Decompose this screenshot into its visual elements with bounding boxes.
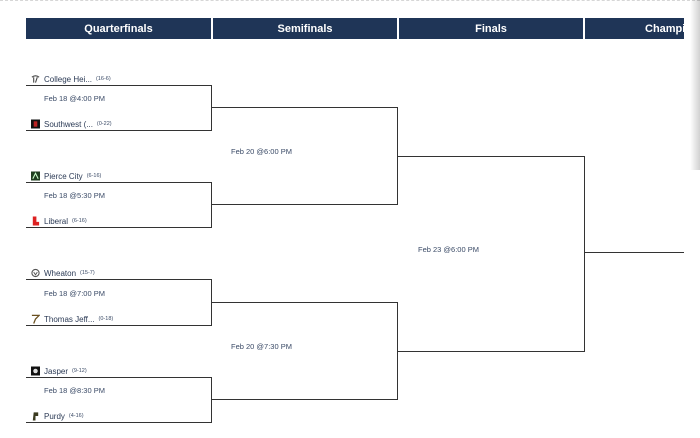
game-time-qf3[interactable]: Feb 18 @7:00 PM <box>44 289 105 298</box>
team-record: (0-18) <box>98 316 114 322</box>
bracket-line <box>212 204 398 205</box>
bracket-line <box>26 182 212 183</box>
team-slot-qf2-bottom[interactable]: Liberal (6-16) <box>31 216 87 226</box>
team-slot-qf3-top[interactable]: Wheaton (15-7) <box>31 268 95 278</box>
liberal-logo-icon <box>32 216 40 226</box>
team-record: (16-6) <box>96 76 111 82</box>
team-slot-qf2-top[interactable]: Pierce City (6-16) <box>31 171 101 181</box>
team-name: Southwest (... <box>44 119 93 129</box>
bracket-line <box>26 85 212 86</box>
wheaton-logo-icon <box>31 268 40 278</box>
bracket-line <box>398 351 585 352</box>
panel-edge-shadow <box>690 0 700 170</box>
jasper-logo-icon <box>31 366 40 376</box>
team-name: Purdy <box>44 411 65 421</box>
team-name: Liberal <box>44 216 69 226</box>
team-name: Wheaton <box>44 268 77 278</box>
bracket-connector <box>211 85 212 131</box>
pierce-city-logo-icon <box>31 171 40 181</box>
team-slot-qf4-top[interactable]: Jasper (9-12) <box>31 366 87 376</box>
bracket-line <box>26 377 212 378</box>
team-slot-qf1-bottom[interactable]: Southwest (... (0-22) <box>31 119 112 129</box>
game-time-final[interactable]: Feb 23 @6:00 PM <box>418 245 479 254</box>
team-record: (15-7) <box>80 270 95 276</box>
bracket-connector <box>211 377 212 423</box>
team-record: (4-16) <box>68 413 84 419</box>
college-heights-logo-icon <box>31 75 40 83</box>
bracket-line <box>26 279 212 280</box>
team-name: College Hei... <box>44 74 93 84</box>
bracket-connector <box>397 302 398 400</box>
game-time-sf1[interactable]: Feb 20 @6:00 PM <box>231 147 292 156</box>
bracket-line <box>26 422 212 423</box>
team-name: Pierce City <box>44 171 83 181</box>
thomas-jefferson-logo-icon <box>31 314 40 324</box>
bracket-line <box>26 325 212 326</box>
southwest-logo-icon <box>31 119 40 129</box>
team-slot-qf3-bottom[interactable]: Thomas Jeff... (0-18) <box>31 314 113 324</box>
team-name: Thomas Jeff... <box>44 314 95 324</box>
bracket-line <box>212 107 398 108</box>
bracket-line <box>212 302 398 303</box>
game-time-sf2[interactable]: Feb 20 @7:30 PM <box>231 342 292 351</box>
team-record: (9-12) <box>72 368 87 374</box>
team-record: (0-22) <box>96 121 112 127</box>
bracket-connector <box>211 182 212 228</box>
game-time-qf2[interactable]: Feb 18 @5:30 PM <box>44 191 105 200</box>
game-time-qf4[interactable]: Feb 18 @8:30 PM <box>44 386 105 395</box>
team-slot-qf4-bottom[interactable]: Purdy (4-16) <box>31 411 84 421</box>
bracket-connector <box>397 107 398 205</box>
top-divider <box>0 0 700 3</box>
bracket-line <box>398 156 585 157</box>
purdy-logo-icon <box>32 412 39 421</box>
team-record: (6-16) <box>86 173 102 179</box>
team-name: Jasper <box>44 366 69 376</box>
bracket-line-champion <box>585 252 684 253</box>
team-record: (6-16) <box>72 218 87 224</box>
header-semifinals: Semifinals <box>213 18 397 39</box>
bracket-line <box>212 399 398 400</box>
header-finals: Finals <box>399 18 583 39</box>
bracket-connector <box>584 156 585 352</box>
header-quarterfinals: Quarterfinals <box>26 18 211 39</box>
bracket-connector <box>211 279 212 326</box>
game-time-qf1[interactable]: Feb 18 @4:00 PM <box>44 94 105 103</box>
bracket-line <box>26 227 212 228</box>
bracket-line <box>26 130 212 131</box>
team-slot-qf1-top[interactable]: College Hei... (16-6) <box>31 74 111 84</box>
header-championship: Champio <box>585 18 684 39</box>
